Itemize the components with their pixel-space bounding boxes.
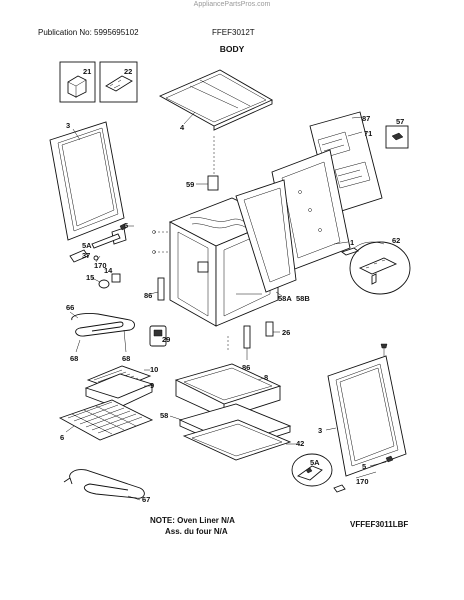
callout-62: 62 — [392, 236, 400, 245]
part-6-oven-rack[interactable]: 6 — [58, 399, 154, 442]
callout-37: 37 — [82, 251, 90, 260]
part-5a-hinge-circle-right[interactable]: 5A — [291, 453, 333, 487]
callout-29: 29 — [162, 335, 170, 344]
diagram-code: VFFEF3011LBF — [350, 520, 409, 529]
part-14-lamp-socket[interactable]: 14 — [104, 266, 121, 283]
part-3-door-panel-left[interactable]: 3 — [49, 121, 125, 241]
callout-58: 58 — [160, 411, 168, 420]
callout-8: 8 — [264, 373, 268, 382]
callout-9: 9 — [150, 381, 154, 390]
part-42-drawer-glide[interactable]: 42 — [182, 419, 304, 461]
callout-57: 57 — [396, 117, 404, 126]
callout-26: 26 — [282, 328, 290, 337]
callout-170-left: 170 — [94, 261, 107, 270]
part-67-bake-element[interactable]: 67 — [63, 469, 150, 504]
part-21-bracket[interactable]: 21 — [59, 61, 96, 103]
callout-58B: 58B — [296, 294, 310, 303]
callout-87: 87 — [362, 114, 370, 123]
screws-dashed — [152, 230, 229, 352]
part-62-terminal-block[interactable]: 62 — [349, 236, 411, 295]
part-170-screw-right[interactable]: 170 — [333, 471, 377, 493]
part-86-hinge-right[interactable]: 86 — [242, 325, 251, 372]
part-86-hinge-left[interactable]: 86 — [144, 277, 165, 301]
part-26-leveler[interactable]: 26 — [265, 321, 290, 337]
note-oven-liner: NOTE: Oven Liner N/A — [150, 516, 235, 525]
section-title: BODY — [219, 44, 245, 54]
callout-6: 6 — [60, 433, 64, 442]
callout-58A: 58A — [278, 294, 292, 303]
callout-71: 71 — [364, 129, 372, 138]
callout-3-right: 3 — [318, 426, 322, 435]
callout-15: 15 — [86, 273, 94, 282]
callout-22: 22 — [124, 67, 132, 76]
callout-86-right: 86 — [242, 363, 250, 372]
part-57-label[interactable]: 57 — [385, 117, 409, 149]
part-3-door-panel-right[interactable]: 3 — [318, 343, 407, 477]
part-66-broil-element[interactable]: 66 — [66, 303, 135, 337]
watermark-text: AppliancePartsPros.com — [193, 1, 271, 8]
callout-67: 67 — [142, 495, 150, 504]
callout-5A-left: 5A — [82, 241, 92, 250]
terminal-block-small[interactable] — [341, 247, 359, 256]
part-5a-hinge-bracket-left[interactable]: 5A — [69, 233, 121, 263]
part-29-oven-light-kit[interactable]: 29 — [149, 325, 170, 347]
part-5-hinge-left[interactable]: 5 — [111, 221, 134, 245]
callout-59: 59 — [186, 180, 194, 189]
callout-5A-right: 5A — [310, 458, 320, 467]
callout-4: 4 — [180, 123, 185, 132]
part-4-top-panel[interactable]: 4 — [158, 69, 273, 132]
callout-1: 1 — [350, 238, 354, 247]
callout-68-left: 68 — [70, 354, 78, 363]
note-oven-liner-fr: Ass. du four N/A — [165, 527, 228, 536]
callout-3-left: 3 — [66, 121, 70, 130]
part-170-screw-left[interactable]: 170 — [94, 255, 107, 270]
callout-21: 21 — [83, 67, 91, 76]
callout-5-right: 5 — [362, 462, 366, 471]
part-58a-58b-insulation[interactable]: 58A 58B — [235, 179, 310, 303]
publication-number: Publication No: 5995695102 — [38, 28, 139, 37]
callout-68-right: 68 — [122, 354, 130, 363]
part-68-element-brackets[interactable]: 68 68 — [70, 329, 130, 363]
callout-42: 42 — [296, 439, 304, 448]
part-15-lamp[interactable]: 15 — [86, 273, 110, 289]
callout-170-right: 170 — [356, 477, 369, 486]
model-number: FFEF3012T — [212, 28, 255, 37]
callout-5-left: 5 — [124, 221, 128, 230]
part-22-bracket[interactable]: 22 — [99, 61, 138, 103]
part-37-screw[interactable]: 37 — [82, 251, 99, 261]
part-5-hinge-right[interactable]: 5 — [362, 455, 394, 471]
callout-10: 10 — [150, 365, 158, 374]
callout-66: 66 — [66, 303, 74, 312]
part-59-sensor[interactable]: 59 — [186, 136, 219, 191]
callout-86-left: 86 — [144, 291, 152, 300]
callout-14: 14 — [104, 266, 113, 275]
